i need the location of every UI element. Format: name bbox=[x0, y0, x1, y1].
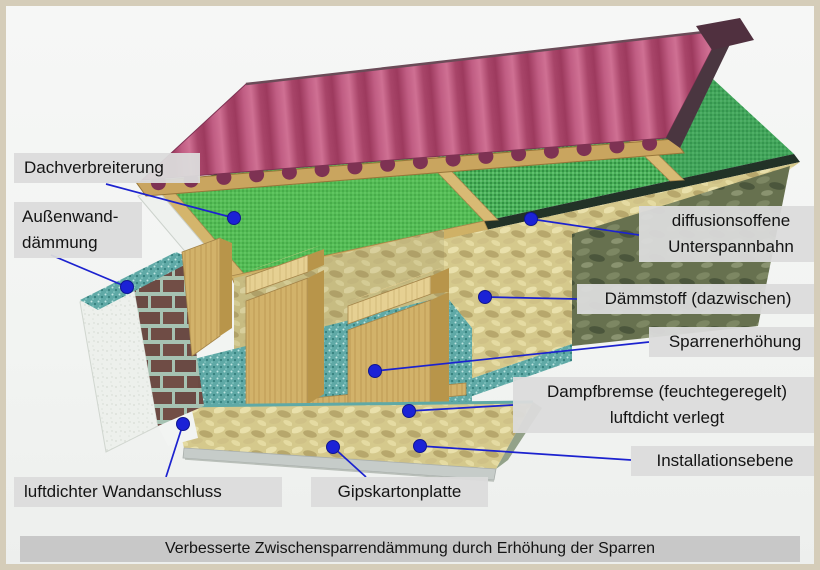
callout-dot-dampfbremse bbox=[402, 404, 416, 418]
callout-dot-dachverbreiterung bbox=[227, 211, 241, 225]
verge-board bbox=[666, 30, 734, 148]
construction-diagram bbox=[50, 18, 800, 482]
ridge-flap bbox=[696, 18, 754, 50]
label-line: Unterspannbahn bbox=[668, 237, 794, 256]
callout-label-wandanschluss: luftdichter Wandanschluss bbox=[14, 477, 282, 507]
callout-line-aussenwanddaemmung bbox=[50, 254, 128, 288]
roof-assembly bbox=[135, 18, 754, 197]
exterior-wall bbox=[79, 187, 232, 453]
callout-line-daemmstoff bbox=[484, 296, 578, 300]
rafter-left bbox=[245, 244, 324, 429]
callout-line-dampfbremse bbox=[408, 404, 514, 412]
callout-line-sparrenerhoehung bbox=[374, 341, 650, 372]
caption-bar: Verbesserte Zwischensparrendämmung durch… bbox=[20, 536, 800, 562]
callout-label-dampfbremse: Dampfbremse (feuchtegeregelt) luftdicht … bbox=[513, 377, 814, 433]
callout-dot-wandanschluss bbox=[176, 417, 190, 431]
callout-dot-unterspannbahn bbox=[524, 212, 538, 226]
gypsum-board bbox=[182, 447, 497, 481]
callout-dot-sparrenerhoehung bbox=[368, 364, 382, 378]
callout-line-unterspannbahn bbox=[530, 218, 640, 236]
callout-label-dachverbreiterung: Dachverbreiterung bbox=[14, 153, 200, 183]
label-line: dämmung bbox=[22, 233, 98, 252]
callout-label-installationsebene: Installationsebene bbox=[631, 446, 814, 476]
callout-label-aussenwanddaemmung: Außenwand- dämmung bbox=[14, 202, 142, 258]
insulation-cut-face bbox=[444, 236, 572, 388]
callout-line-gipskartonplatte bbox=[332, 446, 367, 478]
wall-insulation-top bbox=[80, 252, 194, 310]
vapor-barrier-right bbox=[444, 344, 572, 406]
callout-label-daemmstoff: Dämmstoff (dazwischen) bbox=[577, 284, 814, 314]
callout-line-wandanschluss bbox=[165, 423, 184, 478]
callout-label-unterspannbahn: diffusionsoffene Unterspannbahn bbox=[639, 206, 814, 262]
callout-dots bbox=[120, 211, 538, 454]
callout-dot-installationsebene bbox=[413, 439, 427, 453]
callout-dot-aussenwanddaemmung bbox=[120, 280, 134, 294]
label-line: diffusionsoffene bbox=[671, 211, 791, 230]
label-line: Außenwand- bbox=[22, 207, 119, 226]
callout-line-dachverbreiterung bbox=[105, 183, 235, 219]
label-line: luftdicht verlegt bbox=[609, 408, 725, 427]
callout-line-installationsebene bbox=[419, 445, 632, 461]
callout-label-sparrenerhoehung: Sparrenerhöhung bbox=[649, 327, 814, 357]
callout-dot-daemmstoff bbox=[478, 290, 492, 304]
callout-dot-gipskartonplatte bbox=[326, 440, 340, 454]
rafter-extension-top bbox=[246, 244, 324, 272]
installation-layer bbox=[174, 402, 533, 469]
rafter-extension-top bbox=[348, 265, 449, 302]
callout-label-gipskartonplatte: Gipskartonplatte bbox=[311, 477, 488, 507]
callout-lines bbox=[50, 183, 650, 478]
ceiling-assembly bbox=[158, 400, 542, 482]
label-line: Dampfbremse (feuchtegeregelt) bbox=[546, 382, 787, 401]
